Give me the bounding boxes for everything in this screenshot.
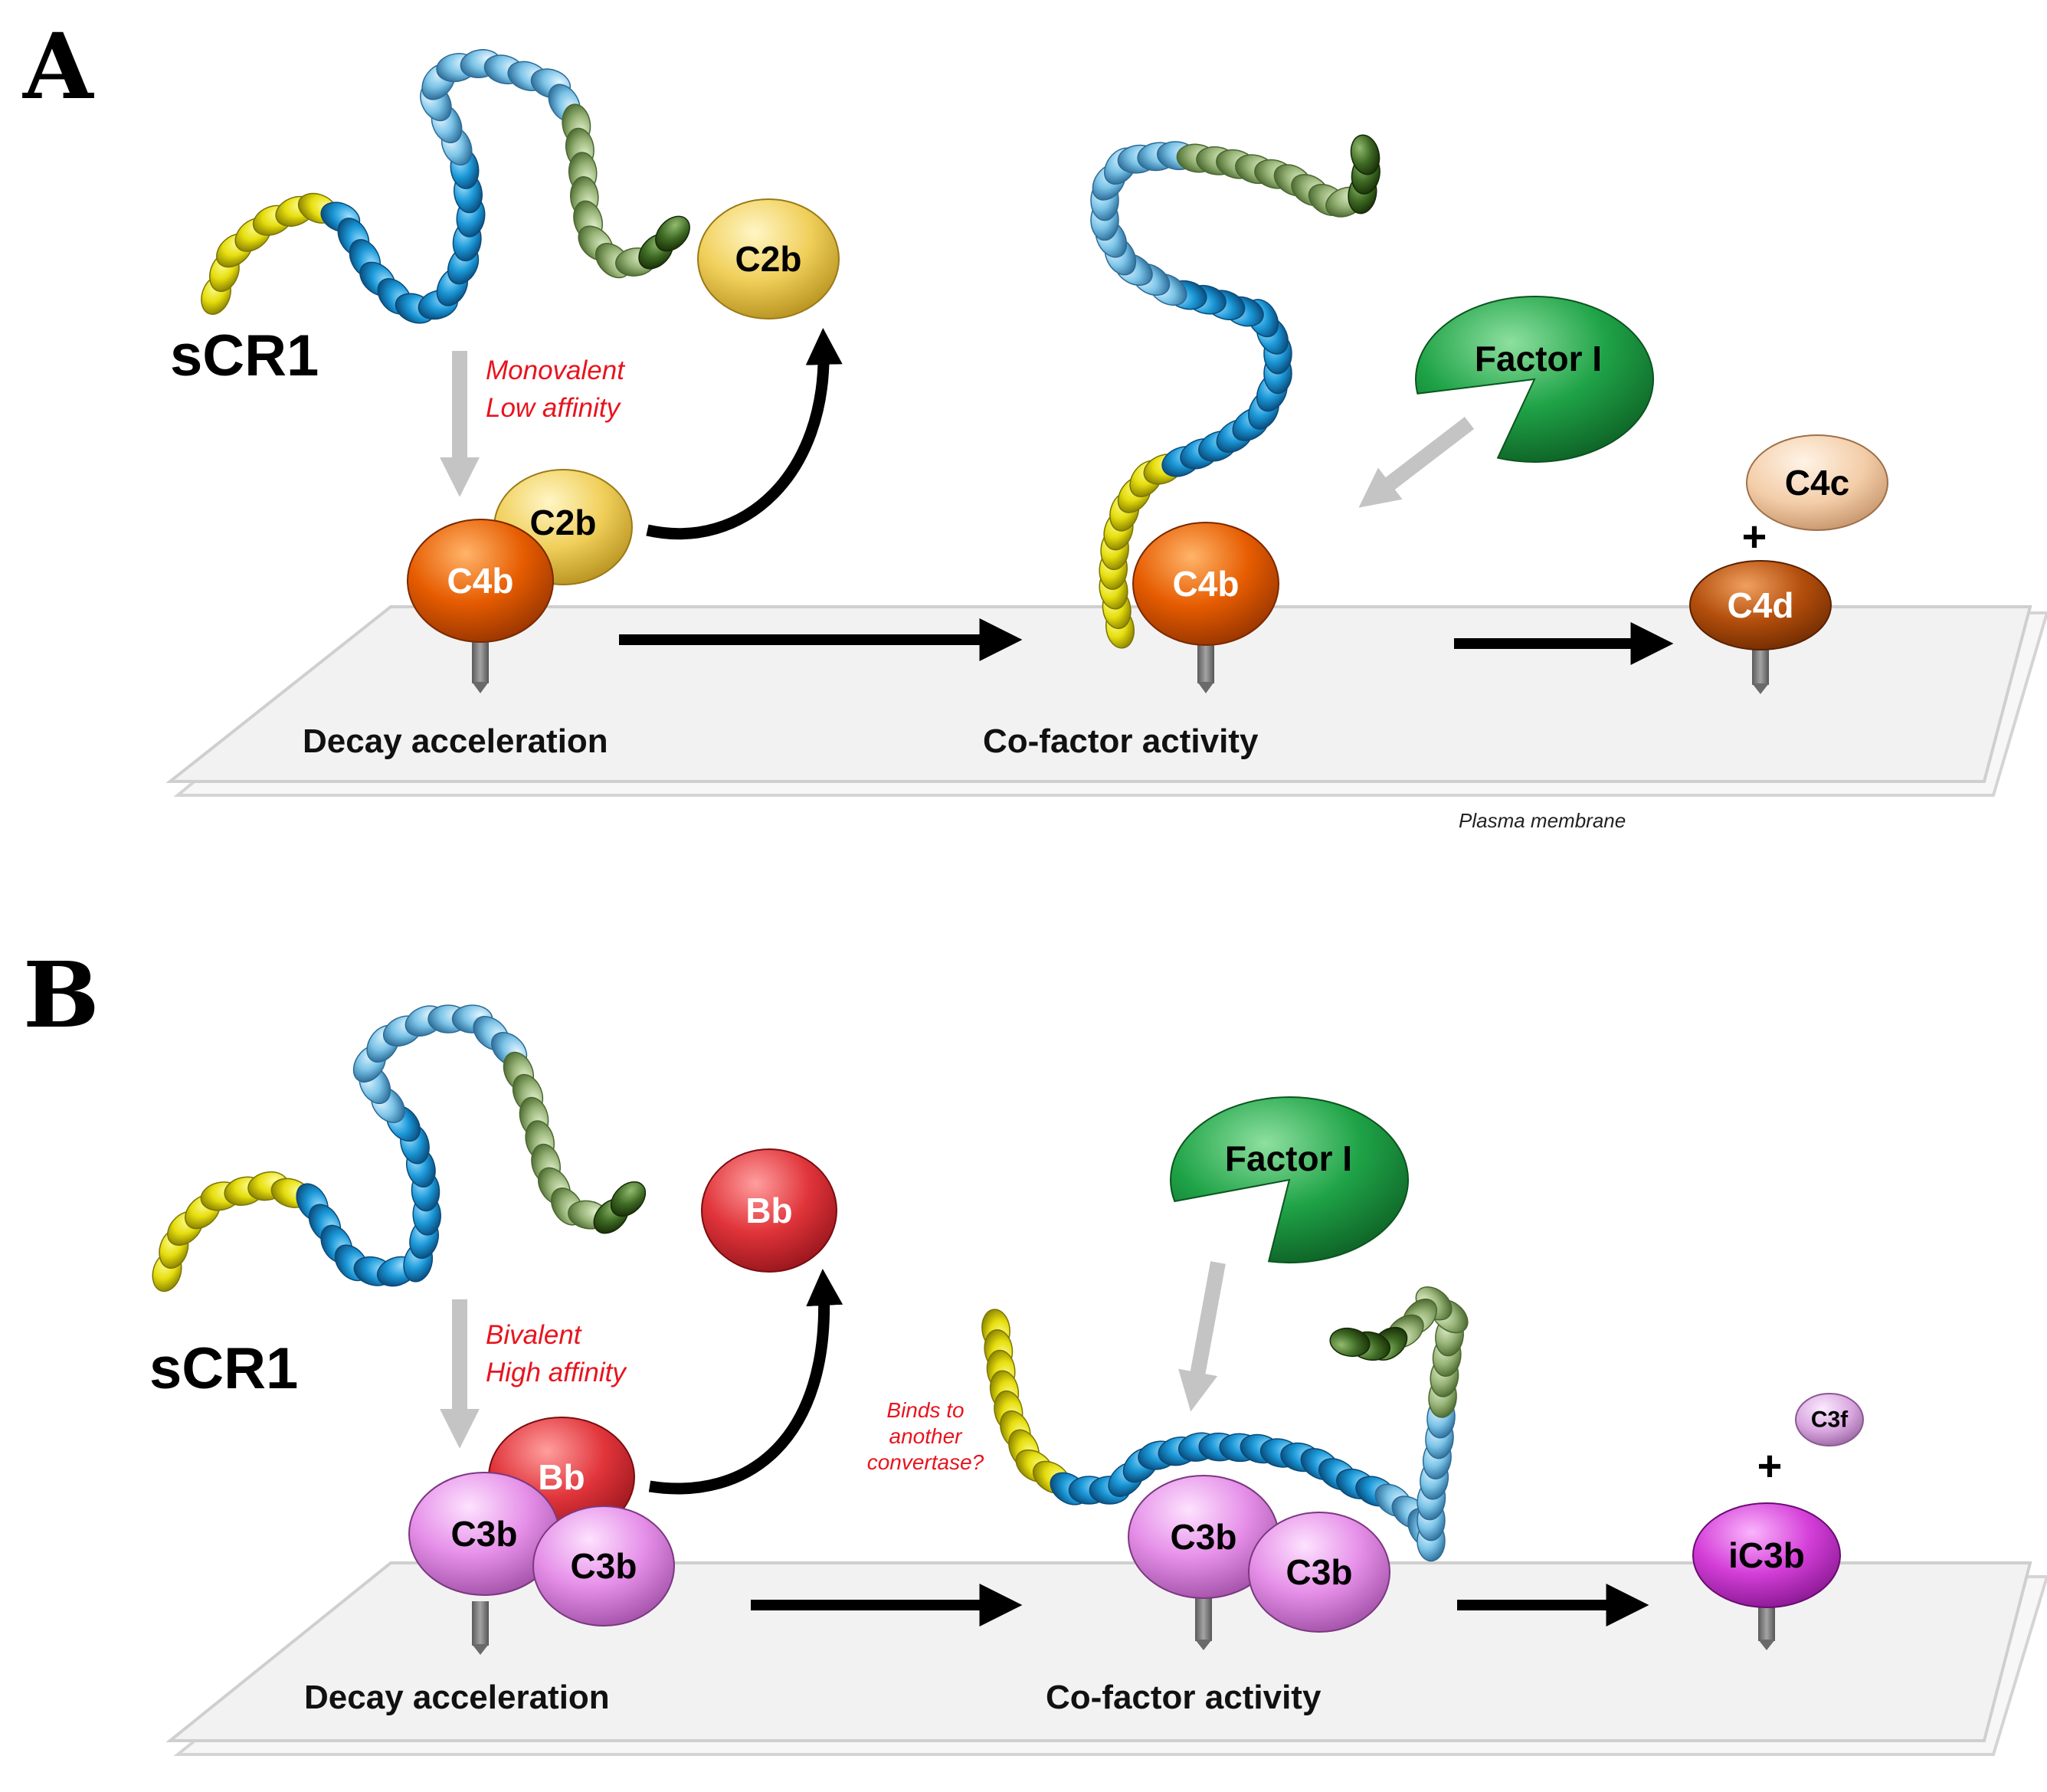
scr1-cofactor-chain-a bbox=[1090, 134, 1380, 649]
c3b-cofactor-label-1: C3b bbox=[1171, 1517, 1237, 1557]
scr1-chain-a bbox=[201, 49, 690, 324]
c4d-molecule bbox=[1689, 560, 1832, 650]
factor-i-molecule-b bbox=[1170, 1096, 1410, 1264]
c3b-molecule-2 bbox=[532, 1505, 675, 1627]
stage-label-cofactor-b: Co-factor activity bbox=[1046, 1679, 1322, 1716]
ic3b-label: iC3b bbox=[1728, 1535, 1805, 1575]
binding-note-b-line1: Bivalent bbox=[486, 1320, 582, 1350]
scr1-label-b: sCR1 bbox=[149, 1336, 298, 1401]
c3f-label: C3f bbox=[1811, 1407, 1849, 1433]
factor-i-arrow-a bbox=[1358, 417, 1475, 508]
anchor-stem bbox=[472, 1601, 489, 1646]
plus-sign-b: + bbox=[1757, 1442, 1783, 1490]
stage-label-cofactor-a: Co-factor activity bbox=[983, 722, 1259, 760]
c4b-cofactor-label: C4b bbox=[1173, 564, 1240, 604]
side-note-line3: convertase? bbox=[867, 1450, 984, 1474]
anchor-stem-tip bbox=[1197, 682, 1214, 693]
plasma-membrane-a bbox=[165, 605, 2047, 797]
panel-b: B sCR1 Bivalent High affinity Bb C3b C3b… bbox=[23, 942, 2047, 1756]
factor-i-arrow-b bbox=[1178, 1261, 1226, 1412]
factor-i-label-b: Factor I bbox=[1225, 1138, 1352, 1178]
anchor-stem-tip bbox=[472, 682, 489, 693]
plasma-membrane-label: Plasma membrane bbox=[1459, 809, 1626, 832]
binding-note-b-line2: High affinity bbox=[486, 1358, 627, 1387]
c4b-bound-molecule bbox=[407, 519, 554, 643]
scr1-cofactor-chain-b bbox=[981, 1286, 1469, 1562]
scr1-label-a: sCR1 bbox=[170, 323, 319, 388]
anchor-stem-tip bbox=[472, 1644, 489, 1655]
bb-released-molecule bbox=[701, 1148, 837, 1273]
factor-i-label-a: Factor I bbox=[1475, 339, 1602, 378]
anchor-stem-tip bbox=[1195, 1640, 1212, 1650]
bb-released-label: Bb bbox=[745, 1191, 792, 1230]
anchor-stem-tip bbox=[1752, 683, 1769, 694]
factor-i-molecule-a bbox=[1415, 296, 1655, 463]
stage-label-decay-a: Decay acceleration bbox=[303, 722, 608, 760]
c4d-label: C4d bbox=[1728, 585, 1794, 625]
c2b-released-label: C2b bbox=[735, 239, 802, 279]
bb-bound-label: Bb bbox=[538, 1457, 585, 1497]
ccp-bead-darkgreen bbox=[655, 215, 690, 252]
c3b-label-2: C3b bbox=[571, 1546, 637, 1586]
scr1-chain-b bbox=[152, 1004, 647, 1292]
ccp-bead-darkgreen bbox=[610, 1181, 647, 1217]
panel-a-letter: A bbox=[22, 13, 94, 120]
stage-label-decay-b: Decay acceleration bbox=[304, 1679, 610, 1716]
c3b-cofactor-label-2: C3b bbox=[1286, 1552, 1353, 1592]
c4b-cofactor-molecule bbox=[1132, 522, 1279, 646]
c4b-bound-label: C4b bbox=[447, 561, 514, 601]
release-arrow-a bbox=[646, 328, 843, 540]
c2b-released-molecule bbox=[697, 198, 840, 319]
anchor-stem bbox=[1197, 636, 1214, 683]
panel-a: A Plasma membrane sCR1 Monovalent Low af… bbox=[22, 13, 2047, 832]
c4c-label: C4c bbox=[1785, 463, 1849, 503]
anchor-stem-tip bbox=[1758, 1640, 1775, 1650]
panel-b-letter: B bbox=[23, 942, 100, 1048]
release-arrow-b bbox=[648, 1269, 843, 1495]
ccp-bead-darkgreen bbox=[1329, 1327, 1371, 1358]
side-note-line2: another bbox=[889, 1424, 964, 1448]
binding-note-a-line1: Monovalent bbox=[486, 355, 625, 385]
plus-sign-a: + bbox=[1742, 513, 1767, 561]
c3f-molecule bbox=[1795, 1393, 1864, 1446]
side-note-line1: Binds to bbox=[886, 1398, 964, 1422]
c3b-label-1: C3b bbox=[451, 1514, 518, 1554]
c4c-molecule bbox=[1746, 434, 1888, 531]
c3b-cofactor-molecule-2 bbox=[1248, 1512, 1390, 1633]
anchor-stem bbox=[1752, 642, 1769, 685]
c2b-bound-label: C2b bbox=[530, 503, 597, 542]
binding-note-a-line2: Low affinity bbox=[486, 393, 622, 423]
ccp-bead-darkgreen bbox=[1350, 134, 1380, 175]
ic3b-molecule bbox=[1692, 1502, 1841, 1608]
anchor-stem bbox=[1195, 1594, 1212, 1641]
